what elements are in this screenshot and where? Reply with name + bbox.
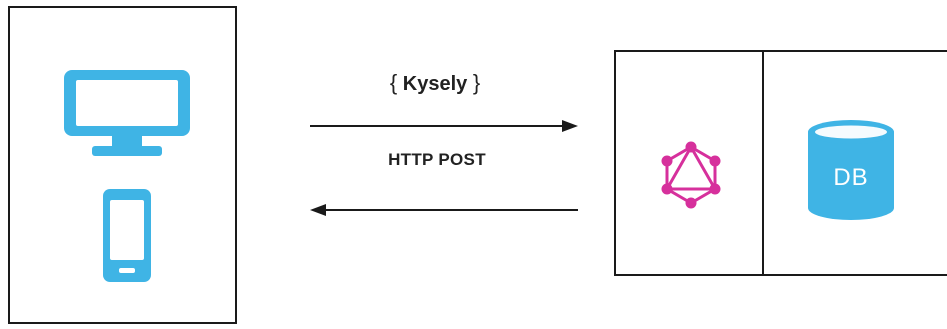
database-icon: DB bbox=[808, 120, 894, 220]
db-label: DB bbox=[833, 164, 868, 191]
request-arrow bbox=[310, 120, 578, 132]
http-post-label: HTTP POST bbox=[388, 150, 486, 169]
graphql-icon bbox=[661, 141, 721, 209]
tablet-icon bbox=[103, 189, 151, 282]
server-box: DB bbox=[614, 50, 947, 276]
response-arrow bbox=[310, 204, 578, 216]
library-name: Kysely bbox=[402, 73, 468, 95]
brace-close: } bbox=[472, 70, 481, 95]
monitor-icon bbox=[64, 70, 190, 156]
server-divider bbox=[762, 52, 764, 274]
client-box bbox=[8, 6, 237, 324]
brace-open: { bbox=[389, 70, 398, 95]
kysely-label: { Kysely } bbox=[360, 70, 510, 96]
